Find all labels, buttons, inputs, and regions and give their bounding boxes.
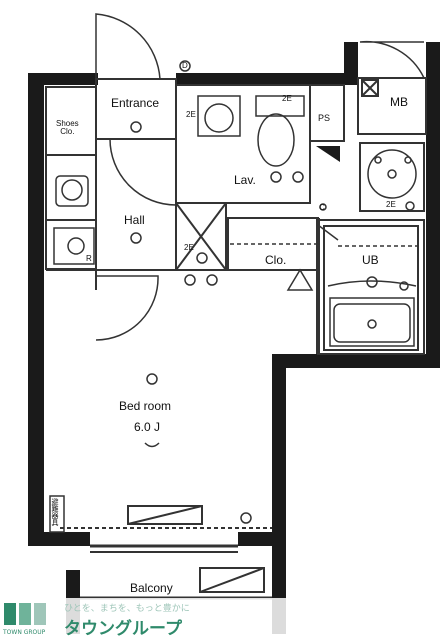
toilet-bowl <box>257 113 295 167</box>
light-lav <box>270 171 282 183</box>
label-mb: MB <box>390 95 408 109</box>
label-closet: Clo. <box>265 253 287 267</box>
light-bedroom <box>146 373 158 385</box>
label-hall: Hall <box>124 213 145 227</box>
bedroom-window-sill <box>127 505 203 525</box>
light-hall <box>130 232 142 244</box>
wall-left <box>28 73 44 543</box>
mb-door-swing <box>359 40 425 79</box>
wall-right-lower <box>272 354 286 634</box>
ps-marker <box>316 146 340 162</box>
storage-frame <box>175 202 227 271</box>
escape-ladder-box <box>49 495 65 533</box>
mark-2e-lav: 2E <box>186 110 196 119</box>
mark-escape-ladder: 避難器具 <box>51 498 58 526</box>
label-shoes-closet: Shoes Clo. <box>56 119 79 136</box>
ub-inner <box>323 225 419 351</box>
hall-door-swing <box>109 138 177 206</box>
mark-d: D <box>182 61 188 70</box>
kitchen-sink <box>53 227 95 265</box>
brand-logo <box>0 598 444 640</box>
ps-frame <box>309 84 345 142</box>
light-ub <box>366 276 378 288</box>
wall-mb-left <box>344 42 358 76</box>
washbasin <box>61 179 83 201</box>
wall-bottom-right <box>238 532 272 546</box>
logo-tile-3 <box>34 603 46 625</box>
mark-c: C <box>319 203 325 212</box>
logo-tile-2 <box>19 603 31 625</box>
toilet-tank <box>255 95 305 117</box>
label-bedroom-size: 6.0 J <box>134 420 161 434</box>
closet-arrow <box>286 268 314 291</box>
label-lav: Lav. <box>234 173 256 187</box>
entrance-door-swing <box>95 13 161 80</box>
balcony-hatch <box>199 567 265 593</box>
outer-walls <box>28 42 440 634</box>
outlet <box>144 442 160 448</box>
storage-cross-2 <box>175 202 227 271</box>
fixtures <box>49 60 418 533</box>
label-ub: UB <box>362 253 379 267</box>
label-ps: PS <box>318 113 331 123</box>
brand-name: タウングループ <box>64 619 182 639</box>
wall-bottom-left <box>28 532 90 546</box>
partitions <box>45 77 427 600</box>
brand-subname: TOWN GROUP <box>3 629 46 636</box>
doors <box>95 13 425 341</box>
wall-step <box>272 354 440 368</box>
wall-top-left <box>28 73 98 85</box>
label-balcony: Balcony <box>130 581 173 595</box>
light-entrance <box>130 121 142 133</box>
wall-right <box>426 42 440 360</box>
lav-sink <box>197 95 241 137</box>
label-entrance: Entrance <box>111 96 160 110</box>
mb-frame <box>357 77 427 135</box>
mark-2e-hall: 2E <box>184 243 194 252</box>
washer-drum <box>367 149 417 199</box>
label-bedroom: Bed room <box>119 399 172 413</box>
mark-r: R <box>86 254 92 263</box>
wall-top-mid <box>176 73 358 85</box>
logo-tile-1 <box>4 603 16 625</box>
bedroom-door-swing <box>95 275 159 341</box>
mb-box <box>361 79 379 97</box>
brand-tagline: ひとを、まちを、もっと豊かに <box>64 604 190 614</box>
mark-2e-sink: 2E <box>282 94 292 103</box>
mark-2e-ub: 2E <box>386 200 396 209</box>
washer-frame <box>359 142 425 212</box>
bathtub <box>329 297 415 347</box>
